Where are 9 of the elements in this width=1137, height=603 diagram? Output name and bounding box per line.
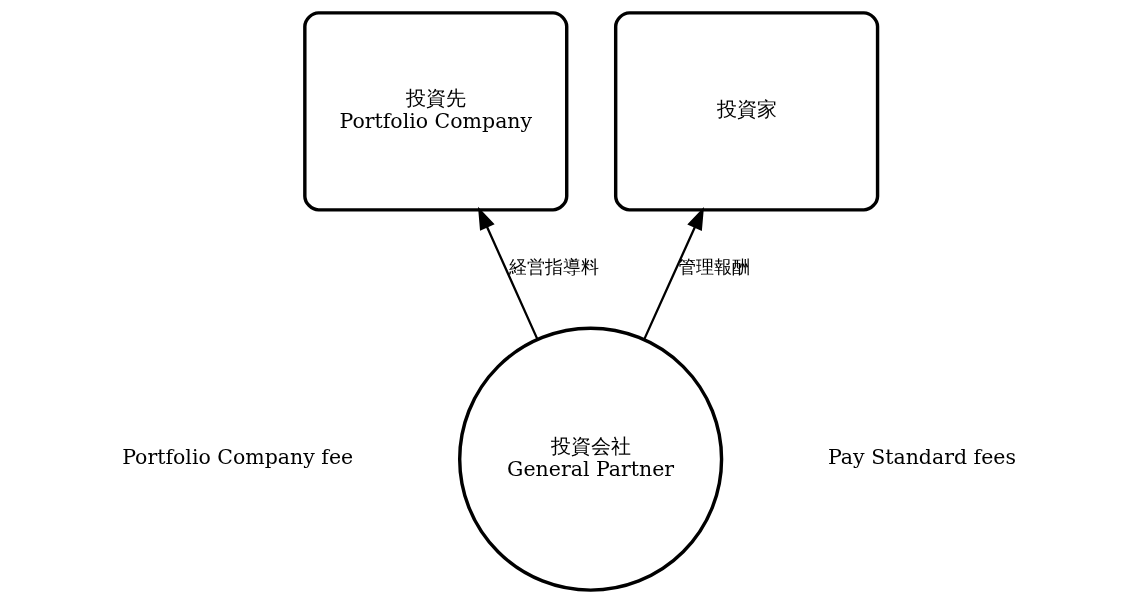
arrow: [477, 206, 538, 340]
node-box: 投資先 Portfolio Company: [302, 11, 568, 212]
arrow: [642, 207, 704, 341]
edge-label: 経営指導料: [508, 256, 599, 278]
label: Portfolio Company fee: [121, 445, 353, 470]
label: Pay Standard fees: [827, 445, 1016, 470]
edge-label: 管理報酬: [677, 256, 750, 278]
node-box: 投資家: [613, 11, 879, 212]
node-circle: 投資会社 General Partner: [457, 326, 723, 592]
